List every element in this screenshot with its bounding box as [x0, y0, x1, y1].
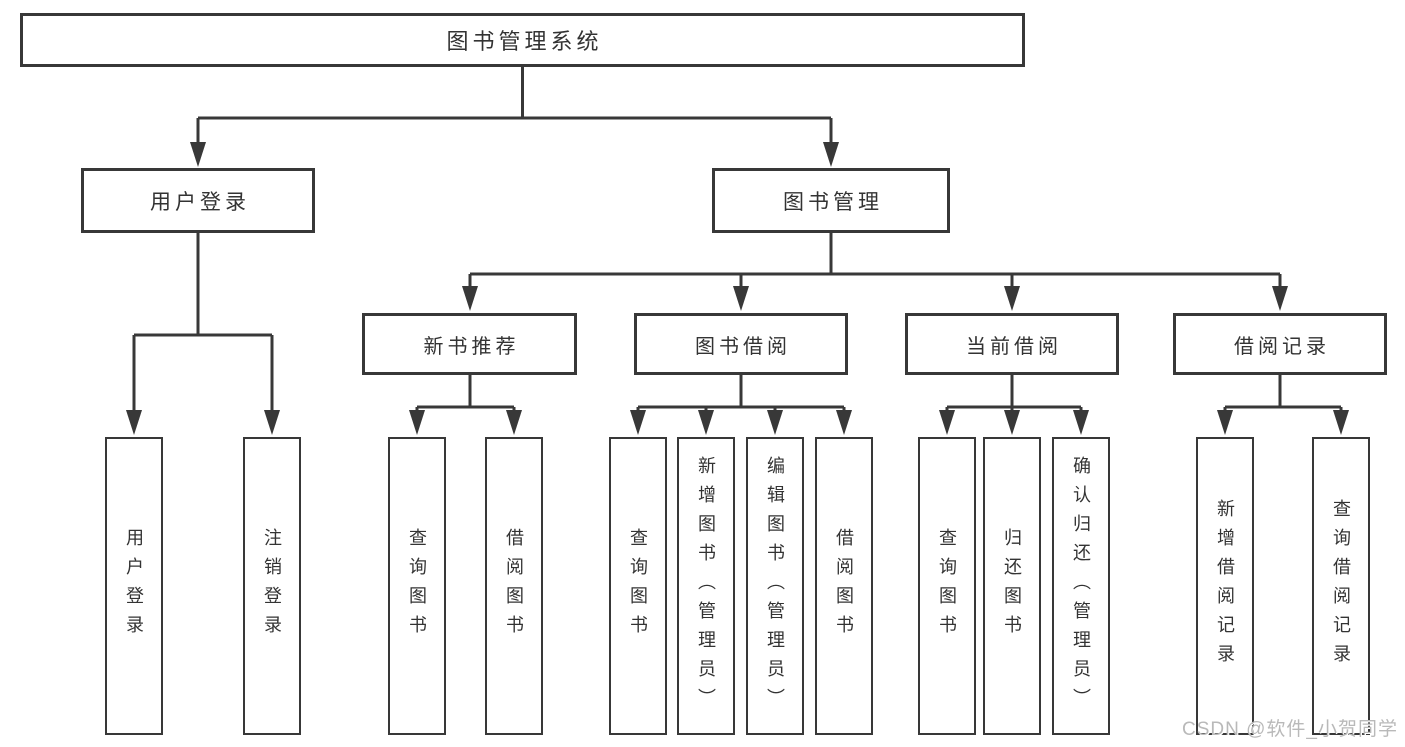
node-new-book-recommend: 新书推荐: [362, 313, 577, 375]
node-borrow-records: 借阅记录: [1173, 313, 1387, 375]
leaf-label: 新增借阅记录: [1215, 499, 1235, 673]
leaf-label: 查询图书: [628, 528, 648, 644]
node-current-borrowing: 当前借阅: [905, 313, 1119, 375]
leaf-label: 借阅图书: [834, 528, 854, 644]
leaf-label: 确认归还（管理员）: [1071, 455, 1091, 717]
connector-book-borrow-split: [630, 375, 852, 435]
leaf-label: 查询借阅记录: [1331, 499, 1351, 673]
leaf-return-books: 归还图书: [983, 437, 1041, 735]
leaf-label: 用户登录: [124, 528, 144, 644]
node-library-system: 图书管理系统: [20, 13, 1025, 67]
connector-new-books-split: [409, 375, 522, 435]
leaf-query-books-2: 查询图书: [609, 437, 667, 735]
leaf-logout: 注销登录: [243, 437, 301, 735]
csdn-watermark: CSDN @软件_小贺同学: [1182, 719, 1398, 740]
leaf-borrow-books-1: 借阅图书: [485, 437, 543, 735]
leaf-label: 注销登录: [262, 528, 282, 644]
connector-records-split: [1217, 375, 1349, 435]
leaf-user-login: 用户登录: [105, 437, 163, 735]
leaf-confirm-return-admin: 确认归还（管理员）: [1052, 437, 1110, 735]
connector-book-mgmt-split: [462, 233, 1288, 311]
leaf-label: 归还图书: [1002, 528, 1022, 644]
leaf-label: 编辑图书（管理员）: [765, 455, 785, 717]
leaf-edit-books-admin: 编辑图书（管理员）: [746, 437, 804, 735]
node-book-borrowing: 图书借阅: [634, 313, 848, 375]
node-user-login-branch: 用户登录: [81, 168, 315, 233]
connector-root-split: [190, 67, 839, 167]
leaf-label: 借阅图书: [504, 528, 524, 644]
leaf-query-books-3: 查询图书: [918, 437, 976, 735]
connector-current-borrow-split: [939, 375, 1089, 435]
connector-user-login-split: [126, 233, 280, 435]
node-book-management: 图书管理: [712, 168, 950, 233]
leaf-label: 查询图书: [407, 528, 427, 644]
leaf-add-borrow-record: 新增借阅记录: [1196, 437, 1254, 735]
leaf-query-borrow-record: 查询借阅记录: [1312, 437, 1370, 735]
leaf-borrow-books-2: 借阅图书: [815, 437, 873, 735]
leaf-label: 新增图书（管理员）: [696, 455, 716, 717]
leaf-query-books-1: 查询图书: [388, 437, 446, 735]
leaf-label: 查询图书: [937, 528, 957, 644]
leaf-add-books-admin: 新增图书（管理员）: [677, 437, 735, 735]
